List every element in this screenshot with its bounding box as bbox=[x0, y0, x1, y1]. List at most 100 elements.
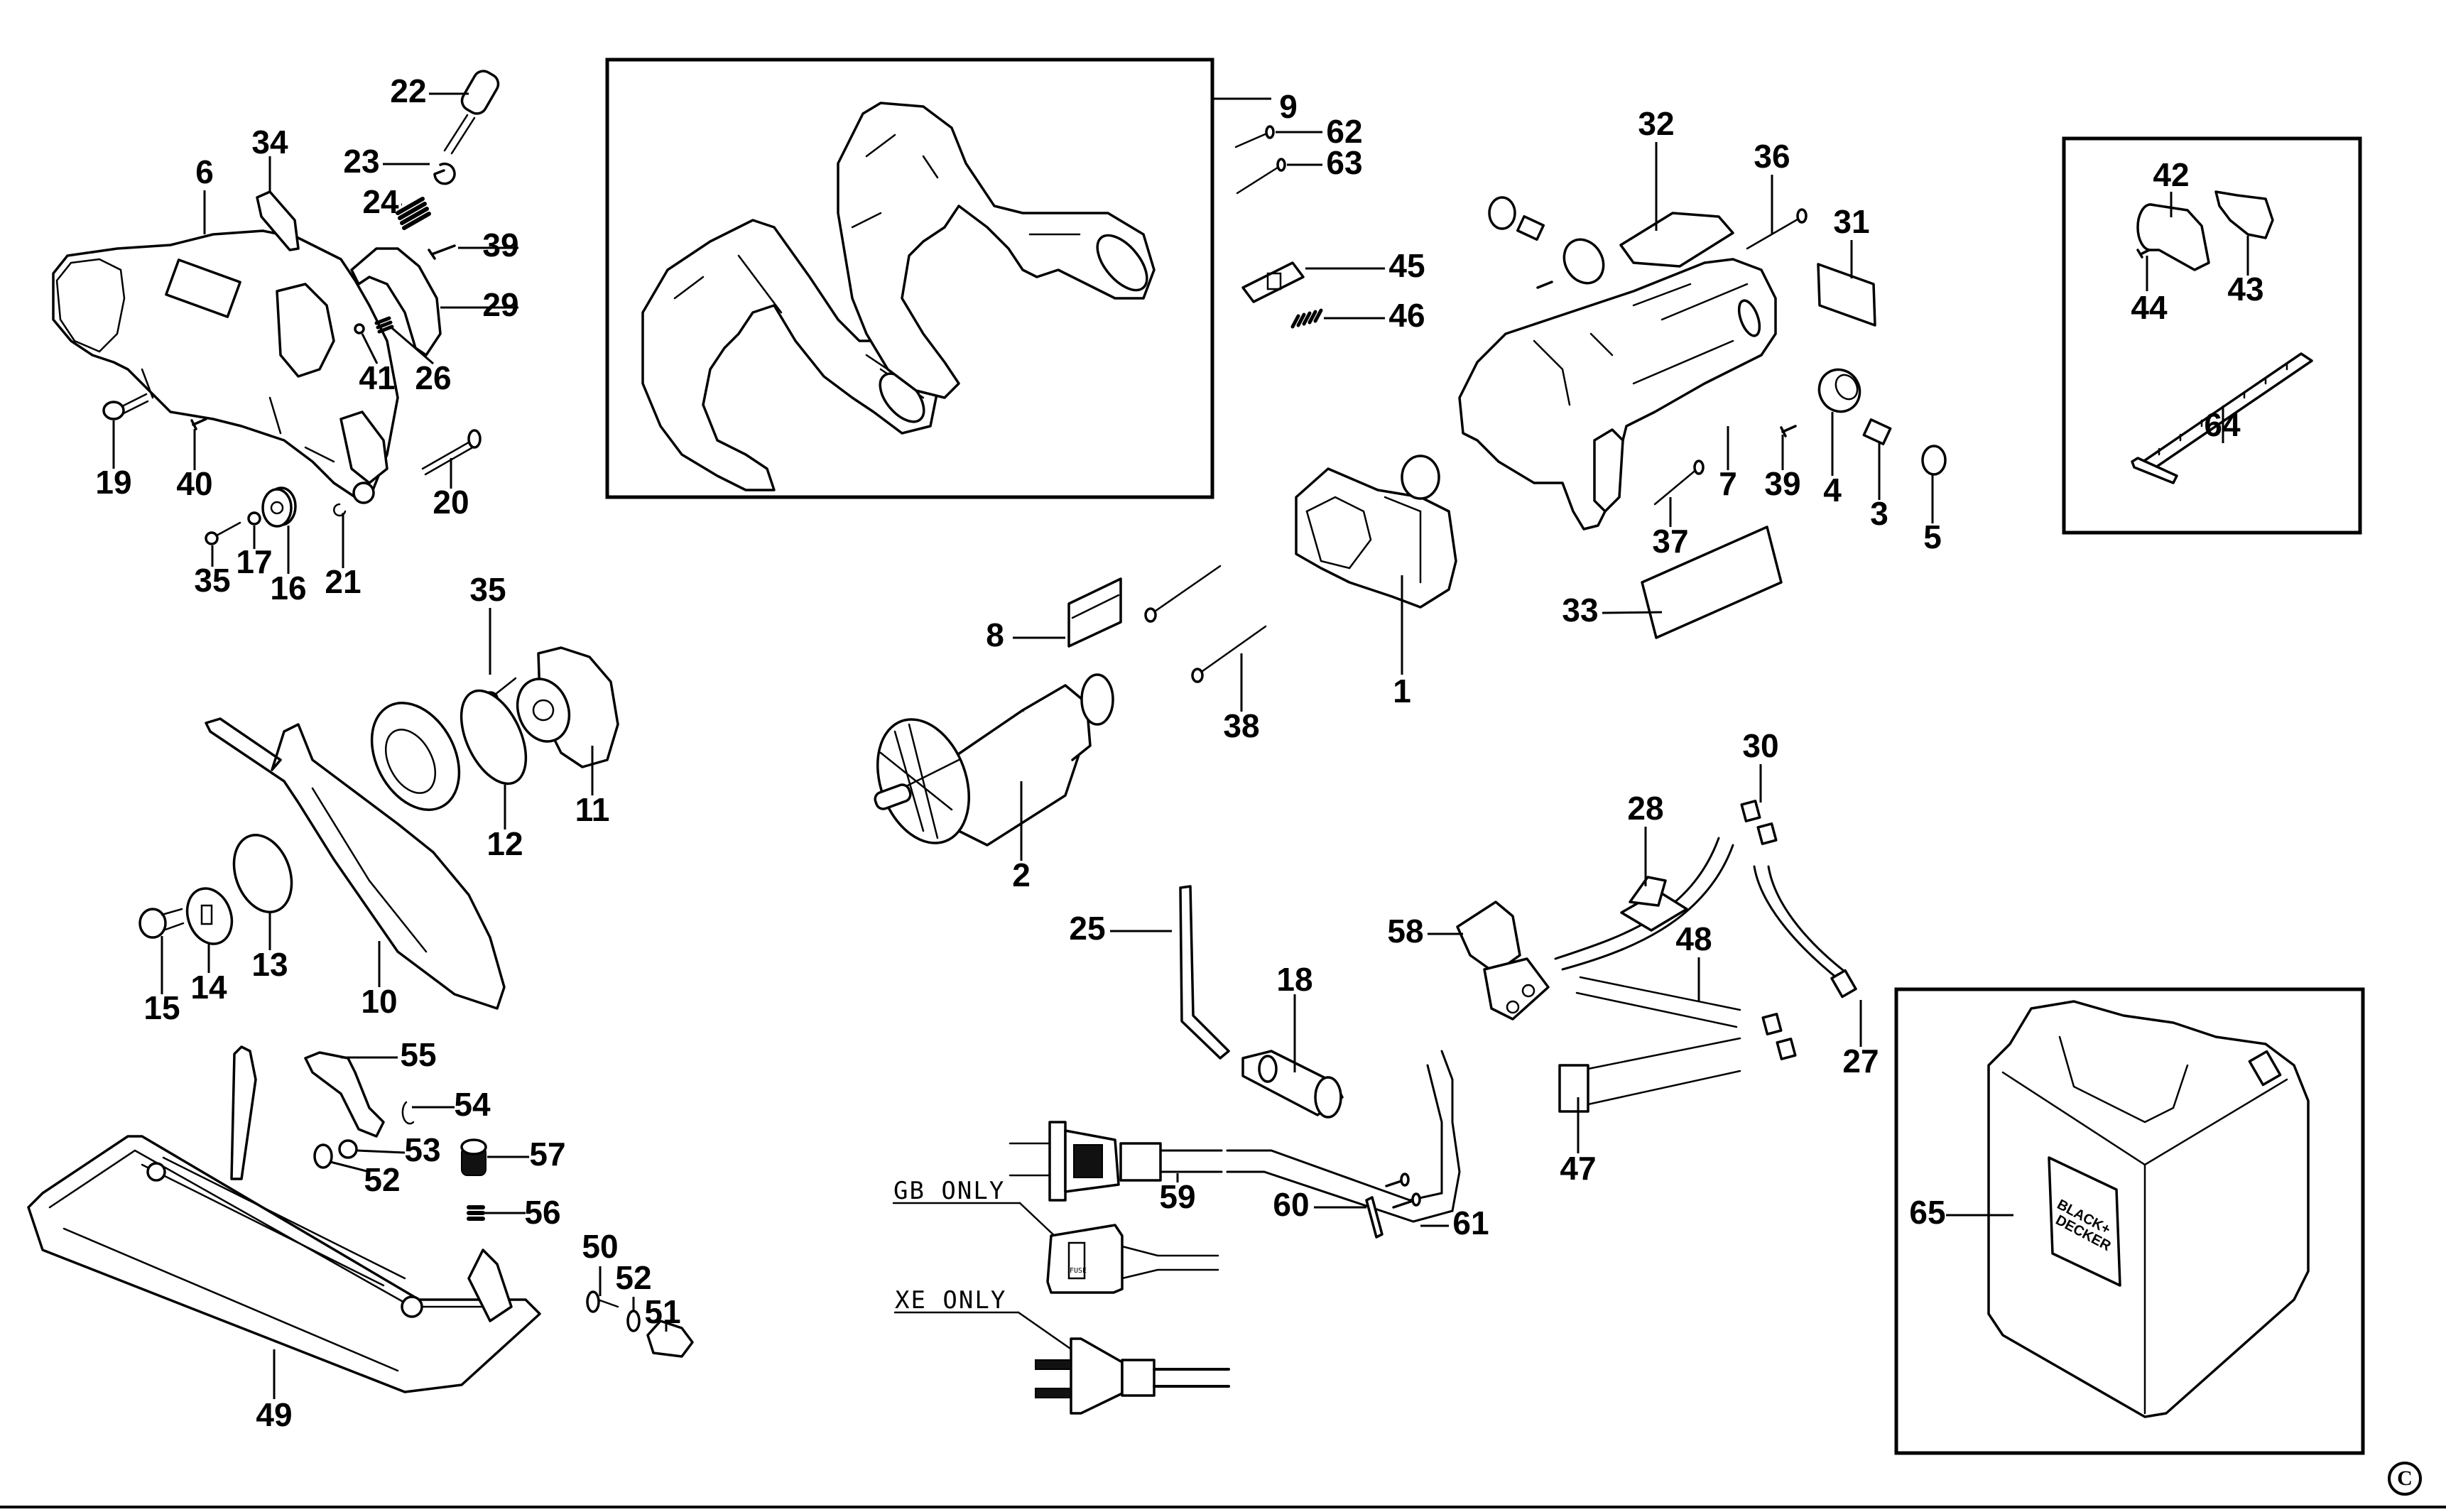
part-screw-62 bbox=[1234, 125, 1275, 148]
label-17: 17 bbox=[236, 543, 272, 580]
label-8: 8 bbox=[986, 616, 1004, 653]
part-blade-bolt-15 bbox=[138, 908, 185, 939]
label-59: 59 bbox=[1159, 1178, 1195, 1215]
laser-fence-box bbox=[2062, 136, 2362, 535]
part-screw-50 bbox=[586, 1290, 619, 1313]
label-35-upper: 35 bbox=[194, 562, 230, 599]
label-48: 48 bbox=[1675, 920, 1712, 957]
label-31: 31 bbox=[1833, 203, 1869, 240]
label-39-housing: 39 bbox=[1764, 465, 1800, 502]
part-label-31 bbox=[1817, 263, 1876, 327]
part-retaining-ring-13 bbox=[232, 834, 293, 913]
part-pivot-pin-19 bbox=[102, 393, 149, 420]
label-34: 34 bbox=[251, 124, 288, 161]
part-number-labels: 1 2 3 4 5 6 7 8 9 10 11 12 13 14 15 16 1… bbox=[95, 72, 2263, 1433]
part-screw-37 bbox=[1653, 459, 1705, 506]
label-22: 22 bbox=[390, 72, 426, 109]
label-25: 25 bbox=[1069, 910, 1105, 947]
part-screw-39a bbox=[428, 244, 456, 260]
gb-only-note: FUSE bbox=[892, 1202, 1219, 1294]
part-brush-holder-top bbox=[1488, 196, 1605, 289]
part-bevel-knob-51 bbox=[646, 1320, 694, 1358]
label-37: 37 bbox=[1652, 523, 1688, 560]
part-outer-washer-14 bbox=[185, 887, 234, 945]
part-brush-holder-4 bbox=[1817, 368, 1861, 413]
label-9: 9 bbox=[1279, 88, 1298, 125]
label-61: 61 bbox=[1452, 1204, 1489, 1241]
label-24: 24 bbox=[362, 183, 399, 220]
part-laser-bracket-43 bbox=[2214, 190, 2274, 239]
label-44: 44 bbox=[2131, 289, 2168, 326]
label-41: 41 bbox=[359, 359, 395, 396]
part-dust-chute-cover-29 bbox=[350, 247, 442, 357]
label-33: 33 bbox=[1562, 592, 1598, 629]
part-carbon-brush-3 bbox=[1862, 418, 1892, 445]
label-65: 65 bbox=[1909, 1194, 1945, 1231]
label-47: 47 bbox=[1560, 1150, 1596, 1187]
label-18: 18 bbox=[1276, 961, 1312, 998]
part-nut-53 bbox=[338, 1139, 358, 1159]
label-15: 15 bbox=[143, 989, 180, 1026]
part-switch-58 bbox=[1456, 901, 1550, 1021]
label-40: 40 bbox=[176, 465, 212, 502]
part-rip-fence-64 bbox=[2131, 352, 2313, 484]
label-58: 58 bbox=[1387, 913, 1423, 950]
leader-33 bbox=[1602, 611, 1663, 614]
label-42: 42 bbox=[2153, 156, 2189, 193]
label-7: 7 bbox=[1719, 465, 1737, 502]
part-laser-module-42 bbox=[2136, 203, 2210, 271]
gb-only-label: GB ONLY bbox=[893, 1177, 1005, 1205]
part-washer-52a bbox=[313, 1143, 333, 1169]
part-screws-38 bbox=[1144, 565, 1267, 683]
part-label-33 bbox=[1641, 526, 1783, 639]
label-38: 38 bbox=[1223, 707, 1259, 744]
part-e-clip-54 bbox=[401, 1101, 415, 1125]
part-circuit-board-28 bbox=[1620, 876, 1688, 932]
label-11: 11 bbox=[575, 791, 610, 828]
label-3: 3 bbox=[1870, 495, 1888, 532]
copyright-circle bbox=[2388, 1462, 2422, 1496]
copyright-mark: C bbox=[2397, 1467, 2413, 1490]
part-roller-16 bbox=[261, 486, 297, 528]
label-26: 26 bbox=[415, 359, 451, 396]
label-46: 46 bbox=[1388, 297, 1425, 334]
part-e-clip-23 bbox=[433, 162, 456, 185]
label-20: 20 bbox=[433, 484, 469, 521]
part-power-cord-59 bbox=[1009, 1050, 1461, 1223]
label-4: 4 bbox=[1823, 472, 1842, 508]
part-knob-57 bbox=[460, 1138, 487, 1176]
part-nameplate-32 bbox=[1619, 212, 1734, 268]
label-32: 32 bbox=[1638, 105, 1674, 142]
label-43: 43 bbox=[2227, 271, 2263, 308]
label-60: 60 bbox=[1273, 1186, 1309, 1223]
part-clip-8 bbox=[1067, 577, 1122, 648]
label-13: 13 bbox=[251, 946, 288, 983]
part-lock-off-button-45 bbox=[1241, 261, 1305, 303]
label-5: 5 bbox=[1923, 518, 1942, 555]
carry-case-box bbox=[1894, 987, 2365, 1455]
leader-lines-upper-guard bbox=[112, 92, 518, 574]
part-screw-44 bbox=[2136, 249, 2151, 259]
label-10: 10 bbox=[361, 983, 397, 1020]
label-27: 27 bbox=[1842, 1043, 1879, 1079]
label-28: 28 bbox=[1627, 790, 1663, 827]
part-cord-protector-18 bbox=[1241, 1050, 1344, 1119]
part-carry-case: BLACK+ DECKER bbox=[1987, 1000, 2310, 1418]
part-nut-41 bbox=[354, 323, 365, 335]
label-51: 51 bbox=[644, 1293, 680, 1330]
label-45: 45 bbox=[1388, 247, 1425, 284]
label-49: 49 bbox=[256, 1396, 292, 1433]
label-6: 6 bbox=[195, 153, 214, 190]
label-63: 63 bbox=[1326, 144, 1362, 181]
part-screw-63 bbox=[1236, 158, 1286, 195]
label-23: 23 bbox=[343, 143, 379, 180]
part-screw-39b bbox=[1780, 425, 1797, 437]
part-spring-46 bbox=[1290, 308, 1323, 329]
part-capacitor-47 bbox=[1558, 1037, 1741, 1113]
label-50: 50 bbox=[582, 1228, 618, 1265]
part-spindle-lock-pin bbox=[443, 70, 500, 155]
part-cord-clamp-60 bbox=[1365, 1173, 1421, 1239]
label-35-lower: 35 bbox=[469, 571, 506, 608]
part-spring-56 bbox=[467, 1205, 485, 1221]
